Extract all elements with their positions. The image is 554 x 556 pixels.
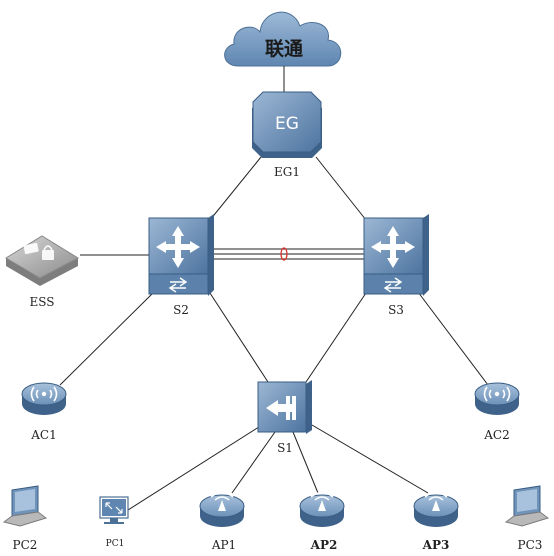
access-switch-s1-icon[interactable] bbox=[257, 380, 312, 434]
link-s2-ac1 bbox=[59, 291, 155, 386]
link-s1-ap1 bbox=[231, 431, 276, 494]
laptop-pc3-icon[interactable] bbox=[504, 485, 550, 527]
link-s1-ap3 bbox=[311, 424, 429, 494]
access-point-ap3-icon[interactable] bbox=[413, 491, 459, 528]
security-appliance-icon[interactable] bbox=[5, 235, 80, 286]
egress-gateway-icon[interactable]: EG bbox=[252, 91, 322, 158]
links bbox=[59, 156, 489, 511]
wireless-controller-ac2-icon[interactable] bbox=[474, 382, 520, 415]
eg1-label: EG1 bbox=[274, 165, 300, 179]
s1-label: S1 bbox=[277, 441, 293, 455]
cloud-label: 联通 bbox=[265, 38, 304, 60]
s2-label: S2 bbox=[173, 303, 189, 317]
ap1-label: AP1 bbox=[211, 538, 236, 552]
wireless-controller-ac1-icon[interactable] bbox=[21, 382, 67, 415]
pc2-label: PC2 bbox=[13, 538, 38, 552]
link-s1-pc1 bbox=[127, 424, 263, 511]
ap2-label: AP2 bbox=[310, 538, 338, 552]
access-point-ap2-icon[interactable] bbox=[299, 491, 345, 528]
desktop-pc1-icon[interactable] bbox=[99, 496, 129, 524]
link-s3-ac2 bbox=[417, 291, 489, 386]
core-switch-s2-icon[interactable] bbox=[148, 214, 214, 296]
link-eg1-s3 bbox=[315, 156, 367, 221]
ess-label: ESS bbox=[30, 295, 55, 309]
link-eg1-s2 bbox=[209, 156, 262, 221]
link-aggregation-ring bbox=[280, 247, 288, 261]
link-s3-s1 bbox=[305, 289, 369, 383]
ac1-label: AC1 bbox=[30, 428, 56, 442]
link-s1-ap2 bbox=[292, 431, 319, 494]
cloud-icon[interactable]: 联通 bbox=[224, 11, 342, 67]
laptop-pc2-icon[interactable] bbox=[2, 485, 48, 527]
ap3-label: AP3 bbox=[422, 538, 450, 552]
core-switch-s3-icon[interactable] bbox=[363, 214, 429, 296]
link-s2-s1 bbox=[207, 289, 269, 383]
pc3-label: PC3 bbox=[518, 538, 543, 552]
ac2-label: AC2 bbox=[483, 428, 509, 442]
pc1-label: PC1 bbox=[106, 539, 125, 549]
eg1-badge: EG bbox=[275, 114, 299, 134]
s3-label: S3 bbox=[388, 303, 404, 317]
access-point-ap1-icon[interactable] bbox=[199, 491, 245, 528]
